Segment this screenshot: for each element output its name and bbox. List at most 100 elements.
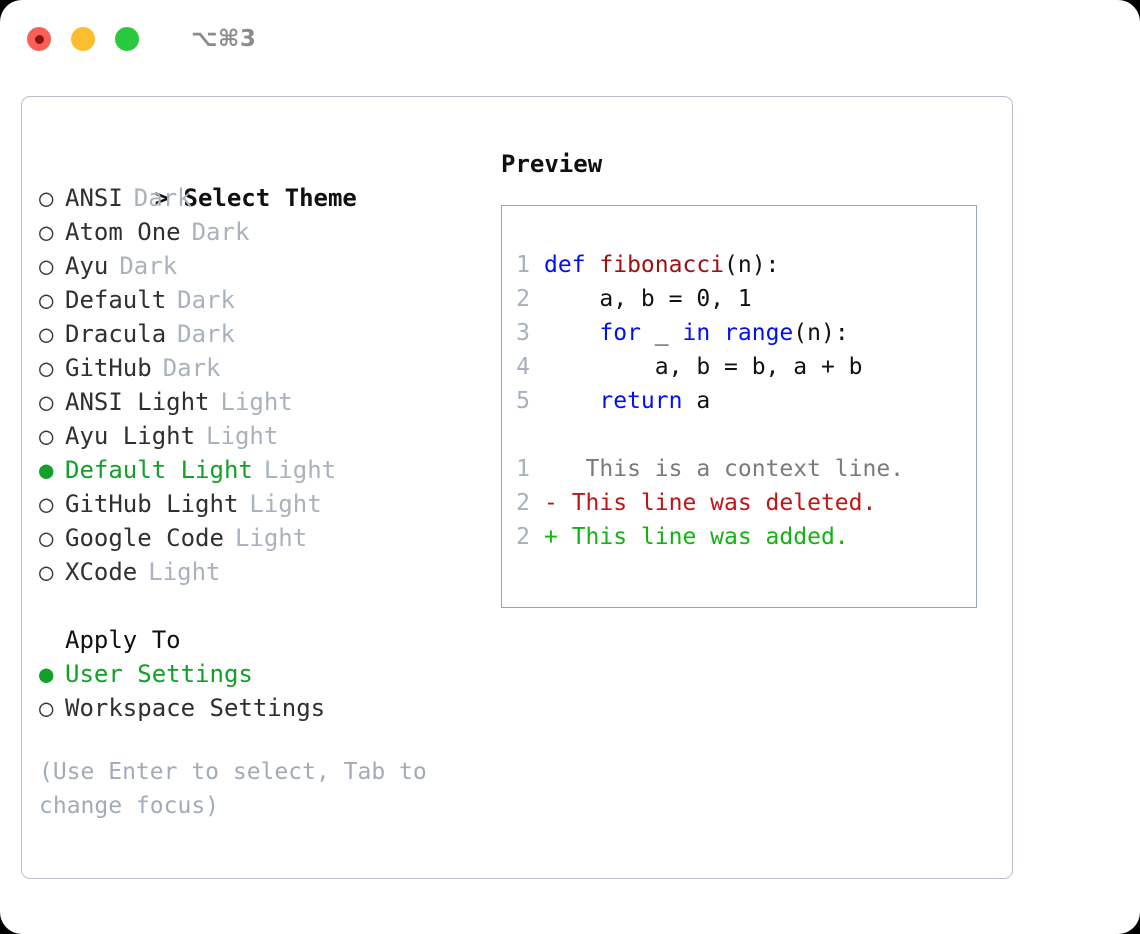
code-line-number: 2 xyxy=(516,286,530,312)
code-line: 4 a, b = b, a + b xyxy=(502,350,976,384)
theme-option[interactable]: ○ XCode Light xyxy=(39,555,479,589)
theme-option-kind: Light xyxy=(234,524,308,552)
code-token: fibonacci xyxy=(599,252,725,278)
diff-line-number: 2 xyxy=(516,524,530,550)
diff-line-number: 1 xyxy=(516,456,530,482)
code-token: a, b = 0, 1 xyxy=(544,286,752,312)
theme-option-kind: Light xyxy=(263,456,337,484)
radio-unselected-icon[interactable]: ○ xyxy=(39,388,54,416)
radio-selected-icon[interactable]: ● xyxy=(39,660,54,688)
traffic-light-buttons xyxy=(27,27,139,51)
radio-unselected-icon[interactable]: ○ xyxy=(39,252,54,280)
radio-unselected-icon[interactable]: ○ xyxy=(39,218,54,246)
code-line-number: 1 xyxy=(516,252,530,278)
theme-option-kind: Dark xyxy=(162,354,221,382)
minimize-button[interactable] xyxy=(71,27,95,51)
list-spacer xyxy=(39,589,479,623)
theme-option-kind: Light xyxy=(148,558,221,586)
radio-unselected-icon[interactable]: ○ xyxy=(39,354,54,382)
code-token: in xyxy=(682,320,711,346)
theme-option-kind: Light xyxy=(249,490,322,518)
code-line-text: a, b = 0, 1 xyxy=(544,282,752,316)
code-token: (n): xyxy=(724,252,780,278)
apply-to-label: Apply To xyxy=(65,626,181,654)
code-token: a xyxy=(682,388,711,414)
code-line: 3 for _ in range(n): xyxy=(502,316,976,350)
theme-option-kind: Dark xyxy=(177,320,235,348)
code-diff-separator xyxy=(502,418,976,452)
diff-line-number: 2 xyxy=(516,490,530,516)
code-line-number: 4 xyxy=(516,354,530,380)
diff-line-text: This is a context line. xyxy=(544,456,905,482)
theme-option[interactable]: ○ Ayu Light Light xyxy=(39,419,479,453)
theme-option-kind: Dark xyxy=(133,184,192,212)
theme-option-kind: Light xyxy=(206,422,279,450)
code-token: range xyxy=(724,320,794,346)
diff-sample: 1 This is a context line. 2 - This line wa… xyxy=(502,452,976,554)
theme-option[interactable]: ○ Google Code Light xyxy=(39,521,479,555)
radio-unselected-icon[interactable]: ○ xyxy=(39,320,54,348)
diff-line: 2+ This line was added. xyxy=(502,520,976,554)
code-line: 1 def fibonacci(n): xyxy=(502,248,976,282)
code-line-text: a, b = b, a + b xyxy=(544,350,863,384)
apply-to-option[interactable]: ○ Workspace Settings xyxy=(39,691,479,725)
theme-option-kind: Dark xyxy=(191,218,250,246)
radio-unselected-icon[interactable]: ○ xyxy=(39,558,54,586)
close-button[interactable] xyxy=(27,27,51,51)
theme-option-name: Atom One xyxy=(65,218,181,246)
theme-option[interactable]: ○ Ayu Dark xyxy=(39,249,479,283)
theme-option[interactable]: ○ Atom One Dark xyxy=(39,215,479,249)
maximize-button[interactable] xyxy=(115,27,139,51)
radio-unselected-icon[interactable]: ○ xyxy=(39,490,54,518)
code-token: a, b = b, a + b xyxy=(544,354,863,380)
theme-option-name: Google Code xyxy=(65,524,224,552)
code-token: return xyxy=(599,388,683,414)
theme-option-kind: Dark xyxy=(119,252,178,280)
code-token: def xyxy=(544,252,600,278)
theme-option[interactable]: ○ ANSI Dark xyxy=(39,181,479,215)
code-token: (n): xyxy=(793,320,849,346)
diff-line-text: - This line was deleted. xyxy=(544,490,877,516)
theme-option-name: ANSI Light xyxy=(65,388,210,416)
select-theme-heading: > Select Theme xyxy=(39,147,479,212)
code-token xyxy=(710,320,724,346)
apply-to-option[interactable]: ● User Settings xyxy=(39,657,479,691)
apply-to-option-name: User Settings xyxy=(65,660,253,688)
keyboard-shortcut-label: ⌥⌘3 xyxy=(191,26,257,52)
code-line-number: 5 xyxy=(516,388,530,414)
radio-unselected-icon[interactable]: ○ xyxy=(39,286,54,314)
theme-option-name: Ayu Light xyxy=(65,422,196,450)
select-theme-heading-text: > Select Theme xyxy=(154,184,357,212)
code-line: 5 return a xyxy=(502,384,976,418)
radio-unselected-icon[interactable]: ○ xyxy=(39,422,54,450)
code-token xyxy=(544,388,599,414)
apply-to-option-name: Workspace Settings xyxy=(65,694,326,722)
title-bar: ⌥⌘3 xyxy=(0,0,1140,78)
radio-unselected-icon[interactable]: ○ xyxy=(39,524,54,552)
code-token: _ xyxy=(640,320,683,346)
theme-option-name: ANSI xyxy=(65,184,123,212)
radio-unselected-icon[interactable]: ○ xyxy=(39,184,54,212)
theme-option-name: Ayu xyxy=(65,252,109,280)
radio-selected-icon[interactable]: ● xyxy=(39,456,54,484)
theme-option[interactable]: ○ GitHub Dark xyxy=(39,351,479,385)
theme-option-name: GitHub xyxy=(65,354,152,382)
code-line: 2 a, b = 0, 1 xyxy=(502,282,976,316)
code-token xyxy=(544,320,599,346)
theme-option-name: XCode xyxy=(65,558,138,586)
code-line-text: return a xyxy=(544,384,710,418)
keyboard-hint-text: (Use Enter to select, Tab to change focu… xyxy=(39,759,441,819)
radio-unselected-icon[interactable]: ○ xyxy=(39,694,54,722)
apply-to-list[interactable]: ● User Settings ○ Workspace Settings xyxy=(39,657,479,725)
